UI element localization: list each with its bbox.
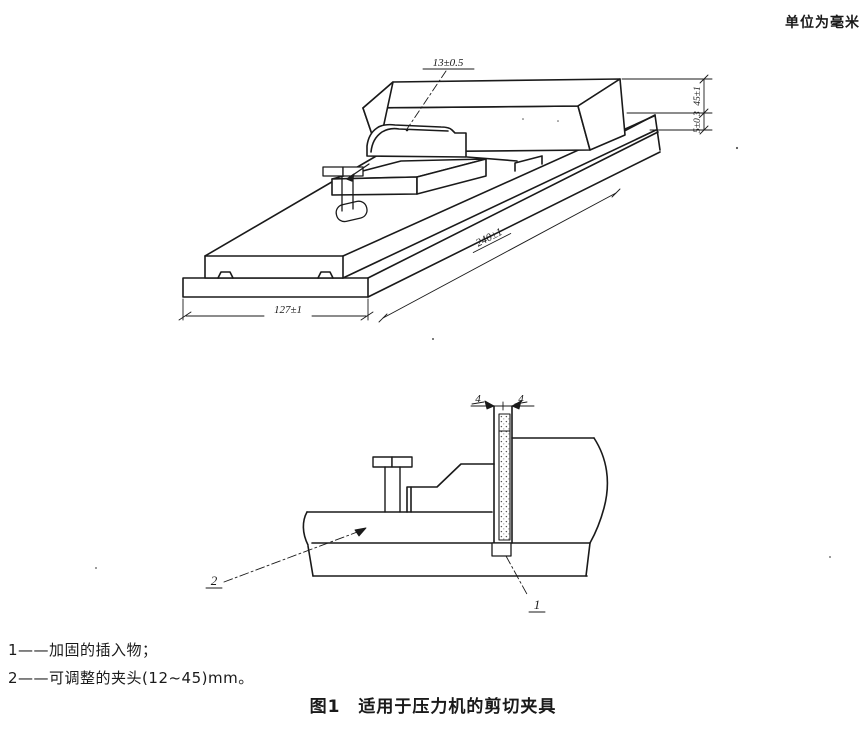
dim-insert-label: 13±0.5 [433, 57, 464, 69]
side-fixed-break-curve [589, 437, 609, 544]
side-t-bolt [372, 456, 413, 513]
legend-item-2: 2——可调整的夹头(12~45)mm。 [8, 669, 254, 687]
dim-length-label: 240±1 [474, 226, 504, 249]
dim-width-label: 127±1 [274, 304, 302, 316]
insert-inner-curve [370, 127, 449, 153]
blade-dim-right-underline [514, 401, 528, 405]
clamp-plate-iso [331, 158, 487, 196]
t-bolt-head-left [322, 166, 344, 177]
side-base-left-slant [307, 545, 314, 577]
blade-dim-arrow-left [484, 400, 495, 410]
base-side-mid2-edge [367, 131, 659, 279]
part-label-clamp: 2 [211, 573, 218, 588]
t-bolt-wing-arrowhead [346, 173, 355, 182]
speck [735, 146, 739, 150]
side-base [307, 542, 591, 577]
dim-insert-leader-dot [405, 128, 409, 132]
dim-height-tick2 [699, 108, 709, 118]
dim-insert-leader [406, 70, 447, 130]
figure-title: 适用于压力机的剪切夹具 [358, 697, 557, 717]
side-fixed-plate [511, 437, 609, 544]
blade-core [498, 413, 511, 541]
ram-right-face [577, 78, 626, 151]
leader-insert-line [505, 555, 529, 597]
base-side-mid-edge [342, 129, 657, 279]
speck [95, 567, 97, 569]
side-base-right-slant [585, 542, 591, 577]
blade-dim-right-label: 4 [518, 393, 524, 405]
speck [829, 556, 831, 558]
t-bolt-iso [322, 163, 370, 223]
base-notch-left [217, 271, 234, 279]
side-bolt-head-right [391, 456, 413, 468]
side-blade-dimension: 4 4 [470, 393, 535, 411]
blade-dim-left-label: 4 [475, 393, 481, 405]
base-plate [182, 114, 661, 298]
isometric-view: 13±0.5 240±1 127±1 [178, 57, 713, 323]
side-blade-insert [491, 405, 513, 557]
figure-legend: 1——加固的插入物； 2——可调整的夹头(12~45)mm。 [8, 636, 254, 692]
blade-bottom-cap [491, 542, 512, 557]
ram-left-face [362, 81, 394, 153]
dim-length-line [382, 192, 617, 319]
base-side-bottom-edge [367, 151, 661, 298]
slab-step-edge [466, 156, 518, 162]
leader-clamp-line [223, 530, 361, 583]
leader-clamp-arrowhead [354, 527, 367, 537]
press-ram-block [362, 78, 626, 153]
side-step-profile [406, 463, 495, 513]
part-label-insert: 1 [534, 597, 541, 612]
side-bolt-stem [384, 466, 401, 513]
dim-length-underline [472, 233, 512, 253]
side-bolt-head-left [372, 456, 393, 468]
clip-bracket [514, 155, 543, 172]
units-note: 单位为毫米 [785, 15, 860, 31]
base-far-end-edge [654, 114, 661, 151]
dim-height-tick3 [699, 125, 709, 135]
specimen-insert [366, 123, 467, 158]
dim-length-tick-start [378, 313, 388, 323]
base-lower-front-face [182, 277, 369, 298]
speck [522, 118, 524, 120]
dim-gap-label: 5±0.3 [693, 111, 703, 133]
t-bolt-stem [341, 175, 354, 212]
side-clamp-left-break [302, 511, 309, 546]
speck [432, 338, 434, 340]
side-view: 4 4 2 1 [205, 393, 609, 613]
base-upper-front-face [204, 255, 344, 279]
speck [557, 120, 559, 122]
blade-dim-left-underline [471, 401, 485, 405]
figure-caption: 图1 适用于压力机的剪切夹具 [0, 692, 866, 717]
clamp-plate-side-face [416, 158, 487, 195]
side-clamp-plate [302, 463, 495, 546]
side-part-leaders: 2 1 [205, 527, 546, 613]
legend-item-1: 1——加固的插入物； [8, 641, 158, 659]
dim-length-tick-end [611, 188, 621, 198]
base-notch-right [317, 271, 334, 279]
scan-specks [95, 118, 831, 569]
t-bolt-slot [335, 200, 368, 223]
dim-height-label: 45±1 [693, 86, 703, 105]
figure-number: 图1 [309, 697, 341, 717]
dim-width-tick-end [360, 311, 374, 321]
dim-width-tick-start [178, 311, 192, 321]
dim-height-tick1 [699, 74, 709, 84]
clamp-plate-front-face [331, 176, 418, 196]
insert-outline [366, 123, 467, 158]
